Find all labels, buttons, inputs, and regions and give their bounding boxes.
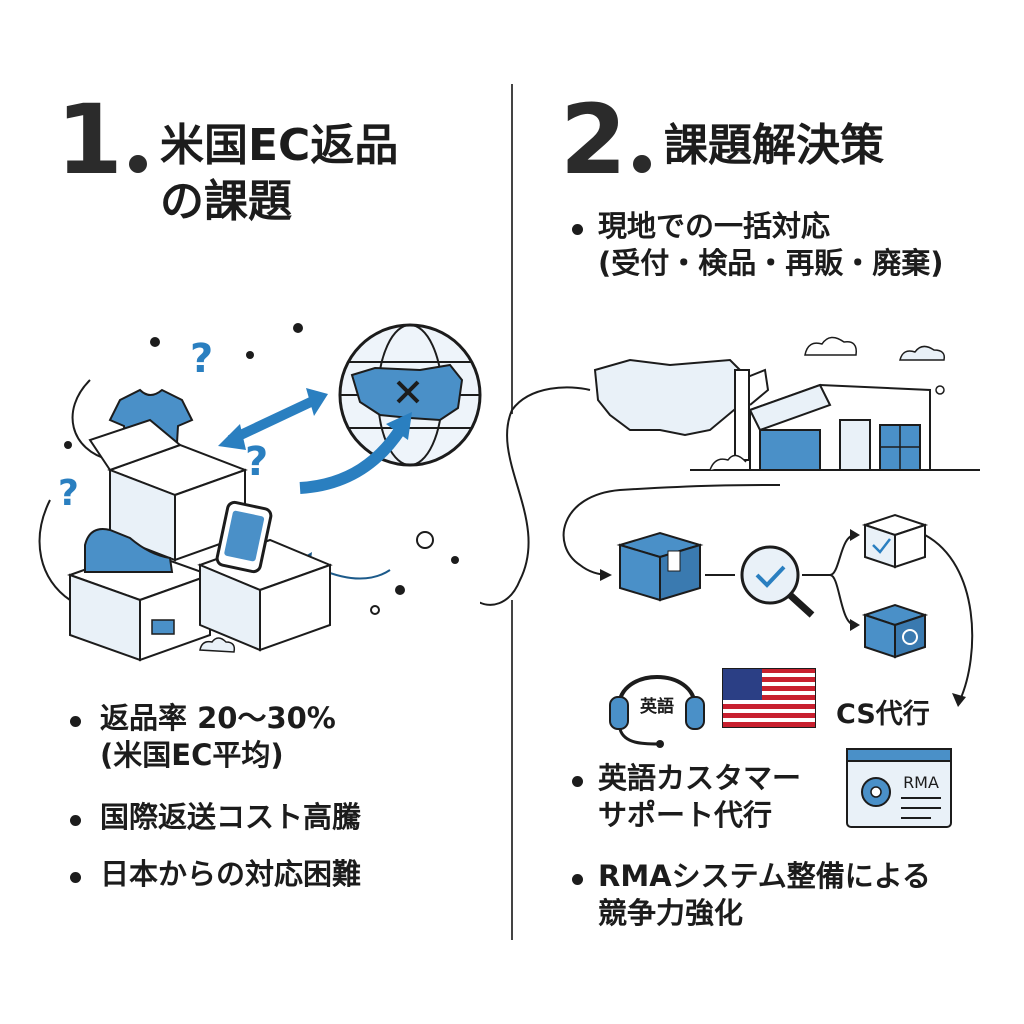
- question-mark-icon: ?: [58, 473, 79, 514]
- double-arrow-icon: [218, 388, 328, 450]
- question-mark-icon: ?: [245, 439, 268, 485]
- curved-arrow-icon: [299, 426, 405, 494]
- headset-label: 英語: [640, 696, 674, 717]
- right-bullet-2-line2: 競争力強化: [598, 896, 744, 930]
- us-map-icon: [593, 358, 747, 437]
- left-number-dot: [128, 155, 147, 173]
- bullet-dot: [70, 716, 81, 727]
- right-bullet-1: 英語カスタマー サポート代行: [598, 760, 801, 834]
- left-title-line2: の課題: [160, 176, 292, 227]
- returns-illustration: ? ? ?: [38, 323, 482, 662]
- bullet-dot: [572, 874, 583, 885]
- right-bullet-2-line1: RMAシステム整備による: [598, 859, 931, 893]
- package-icon: [616, 531, 704, 602]
- right-bullet-1-line2: サポート代行: [598, 798, 773, 832]
- bullet-dot: [572, 224, 583, 235]
- rma-label: RMA: [903, 773, 939, 792]
- question-mark-icon: ?: [190, 336, 213, 382]
- left-bullet-1: 返品率 20〜30% (米国EC平均): [100, 700, 336, 774]
- sneaker-icon: [84, 528, 174, 573]
- right-title: 課題解決策: [664, 120, 884, 171]
- resell-box-icon: [861, 513, 929, 569]
- right-intro: 現地での一括対応 (受付・検品・再販・廃棄): [598, 208, 944, 282]
- left-bullet-2: 国際返送コスト高騰: [100, 800, 362, 834]
- right-bullet-1-line1: 英語カスタマー: [598, 761, 802, 795]
- globe-icon: [338, 323, 482, 467]
- left-bullet-1-line1: 返品率 20〜30%: [100, 701, 336, 735]
- right-intro-line1: 現地での一括対応: [598, 209, 831, 243]
- left-bullet-1-line2: (米国EC平均): [100, 738, 284, 772]
- tablet-icon: [215, 500, 273, 574]
- section-divider-top: [511, 84, 513, 414]
- headset-icon: 英語: [609, 675, 705, 748]
- box-icon: [197, 538, 333, 652]
- right-section-number: 2: [560, 92, 651, 188]
- warehouse-illustration: [593, 336, 980, 471]
- us-flag-icon: [722, 668, 816, 728]
- inspection-flow: [562, 484, 974, 707]
- cs-label: CS代行: [836, 699, 930, 730]
- bullet-dot: [70, 872, 81, 883]
- left-number-digit: 1: [56, 84, 123, 196]
- left-section-number: 1: [56, 92, 147, 188]
- right-intro-line2: (受付・検品・再販・廃棄): [598, 246, 944, 280]
- left-bullet-3: 日本からの対応困難: [100, 857, 362, 891]
- left-title: 米国EC返品 の課題: [160, 118, 398, 230]
- bullet-dot: [70, 815, 81, 826]
- rma-window-icon: RMA: [846, 748, 952, 828]
- flow-connector: [480, 386, 591, 606]
- section-divider-bottom: [511, 600, 513, 940]
- left-title-line1: 米国EC返品: [160, 120, 399, 171]
- magnifier-check-icon: [740, 545, 815, 618]
- recycle-box-icon: [861, 603, 929, 659]
- right-number-digit: 2: [560, 84, 627, 196]
- bullet-dot: [572, 776, 583, 787]
- right-number-dot: [632, 155, 651, 173]
- right-bullet-2: RMAシステム整備による 競争力強化: [598, 858, 931, 932]
